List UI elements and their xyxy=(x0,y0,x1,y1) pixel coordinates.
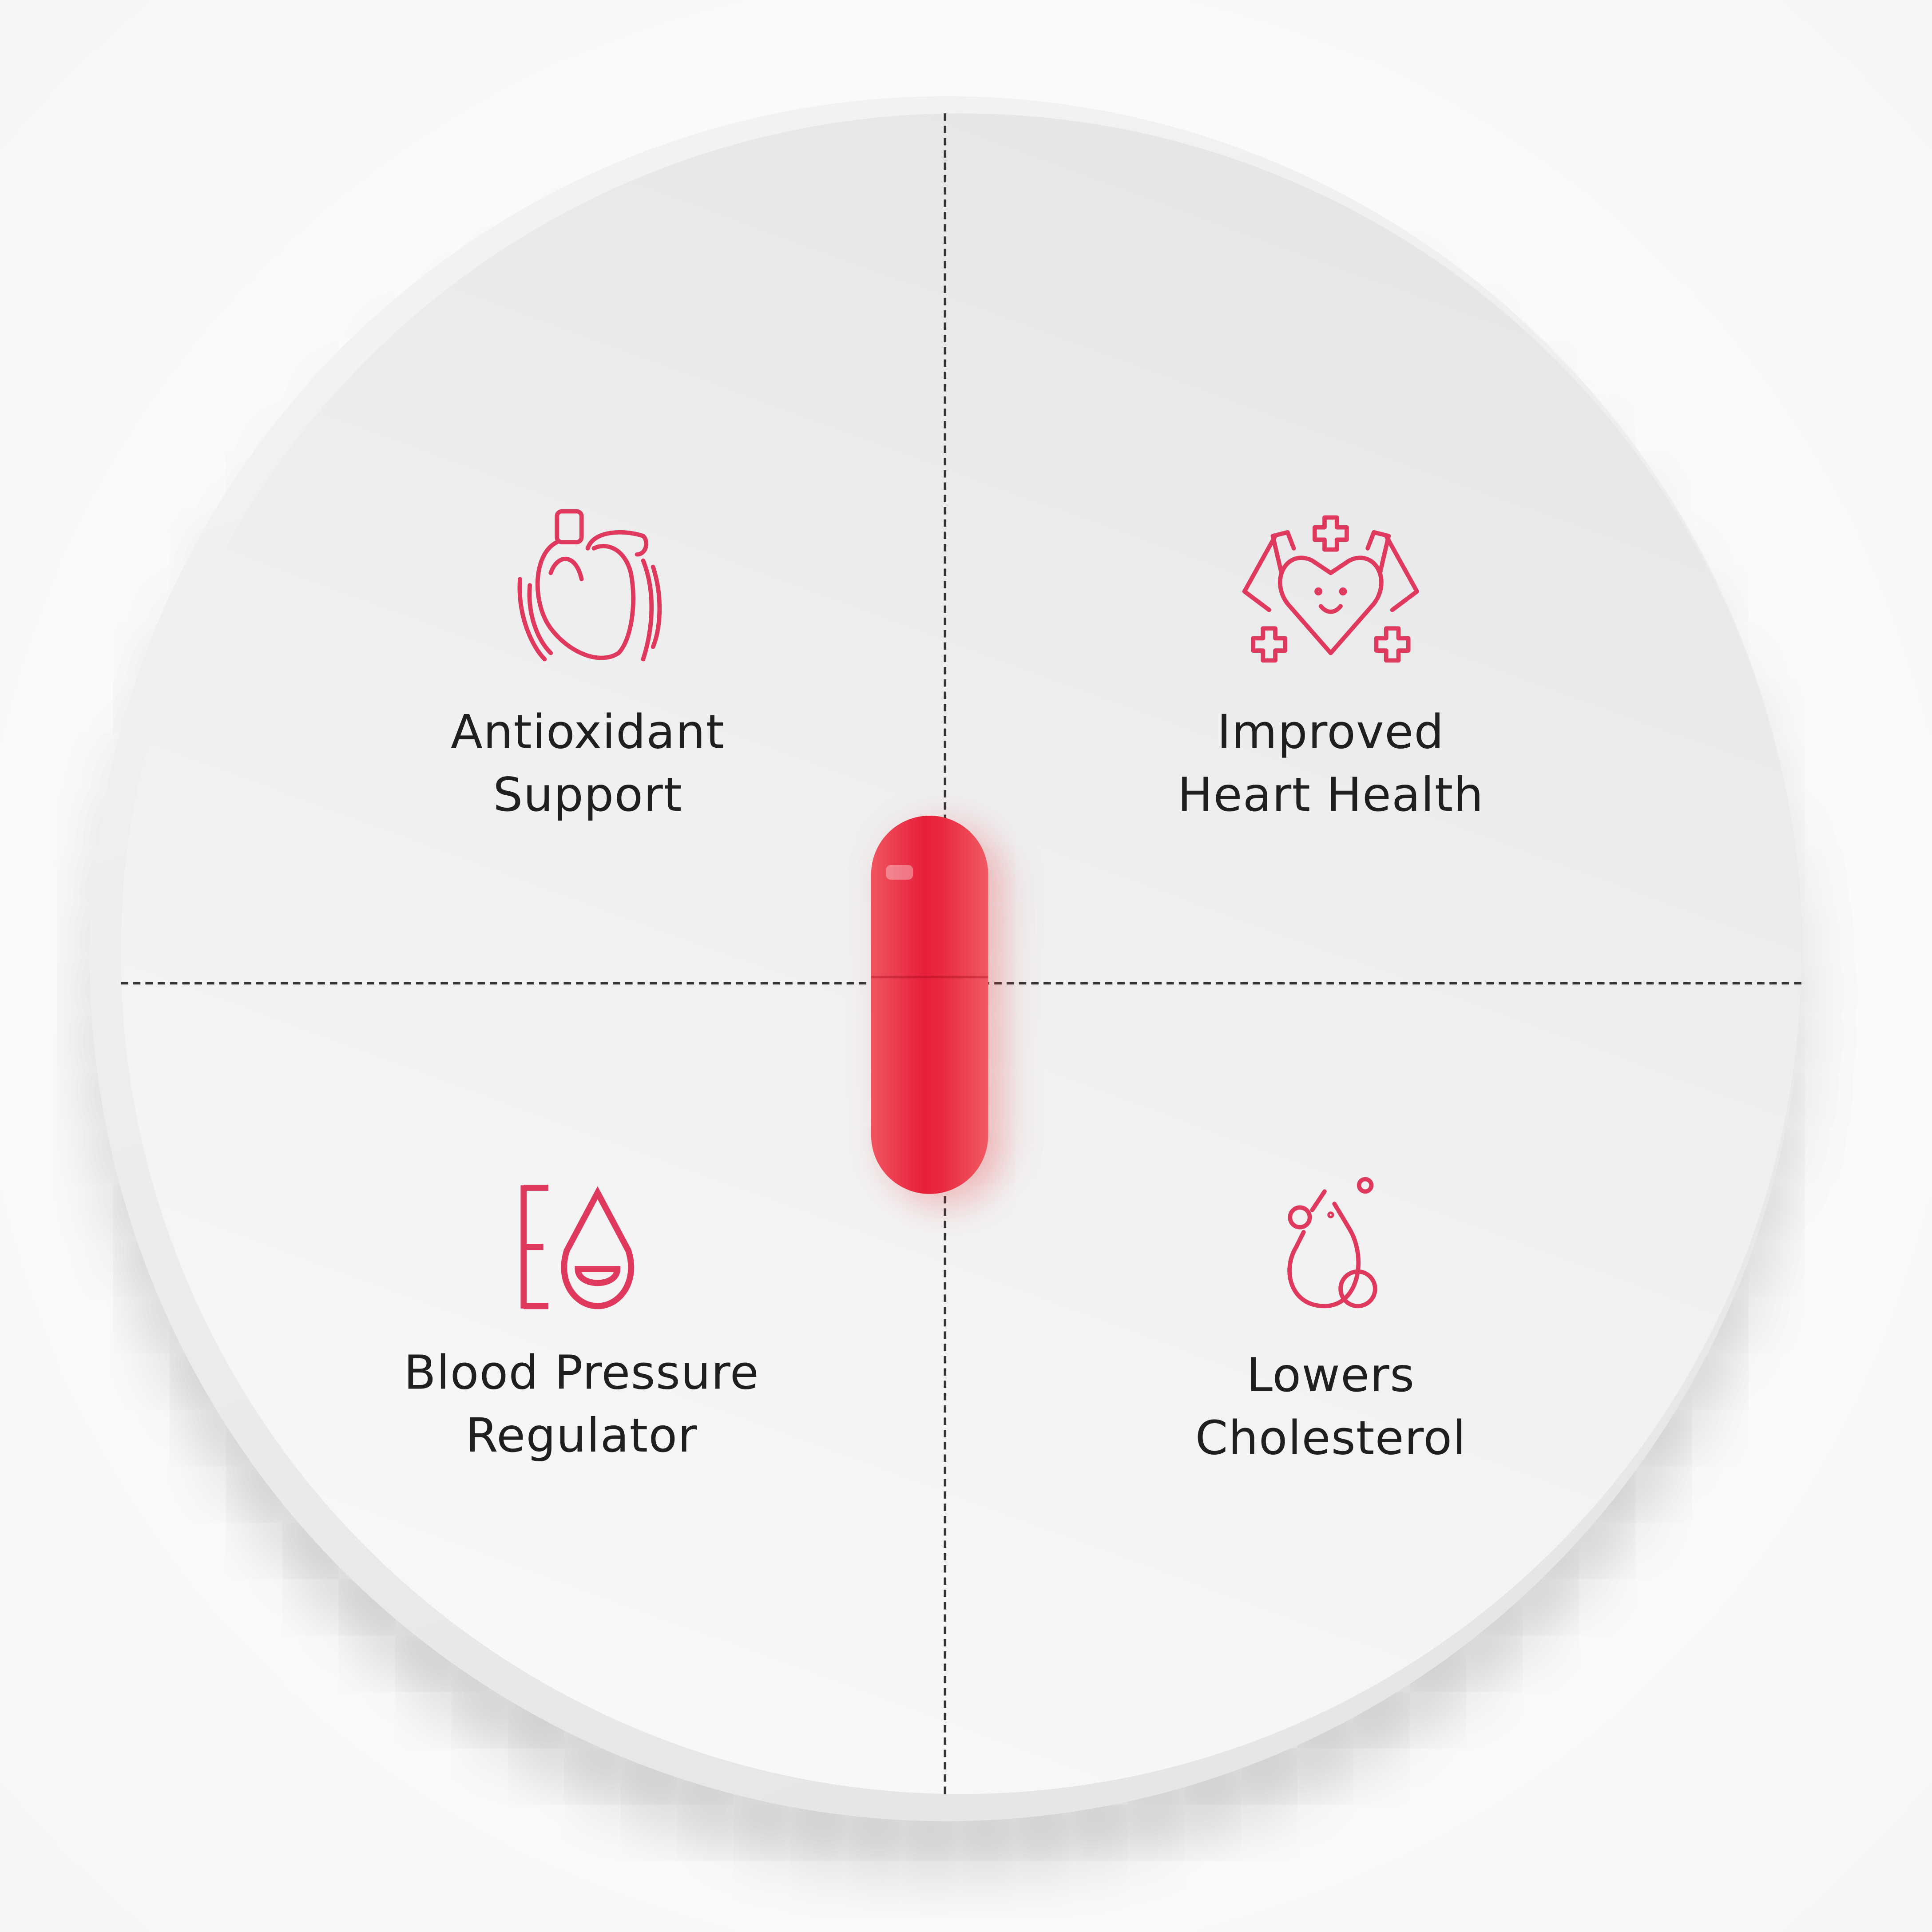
strong-heart-icon xyxy=(1242,515,1419,663)
anatomical-heart-icon xyxy=(517,509,662,662)
cholesterol-drop-icon xyxy=(1287,1177,1377,1309)
capsule-highlight xyxy=(886,865,913,880)
blood-pressure-drop-icon xyxy=(520,1185,635,1309)
red-capsule xyxy=(871,815,988,1194)
capsule-seam xyxy=(871,976,988,979)
